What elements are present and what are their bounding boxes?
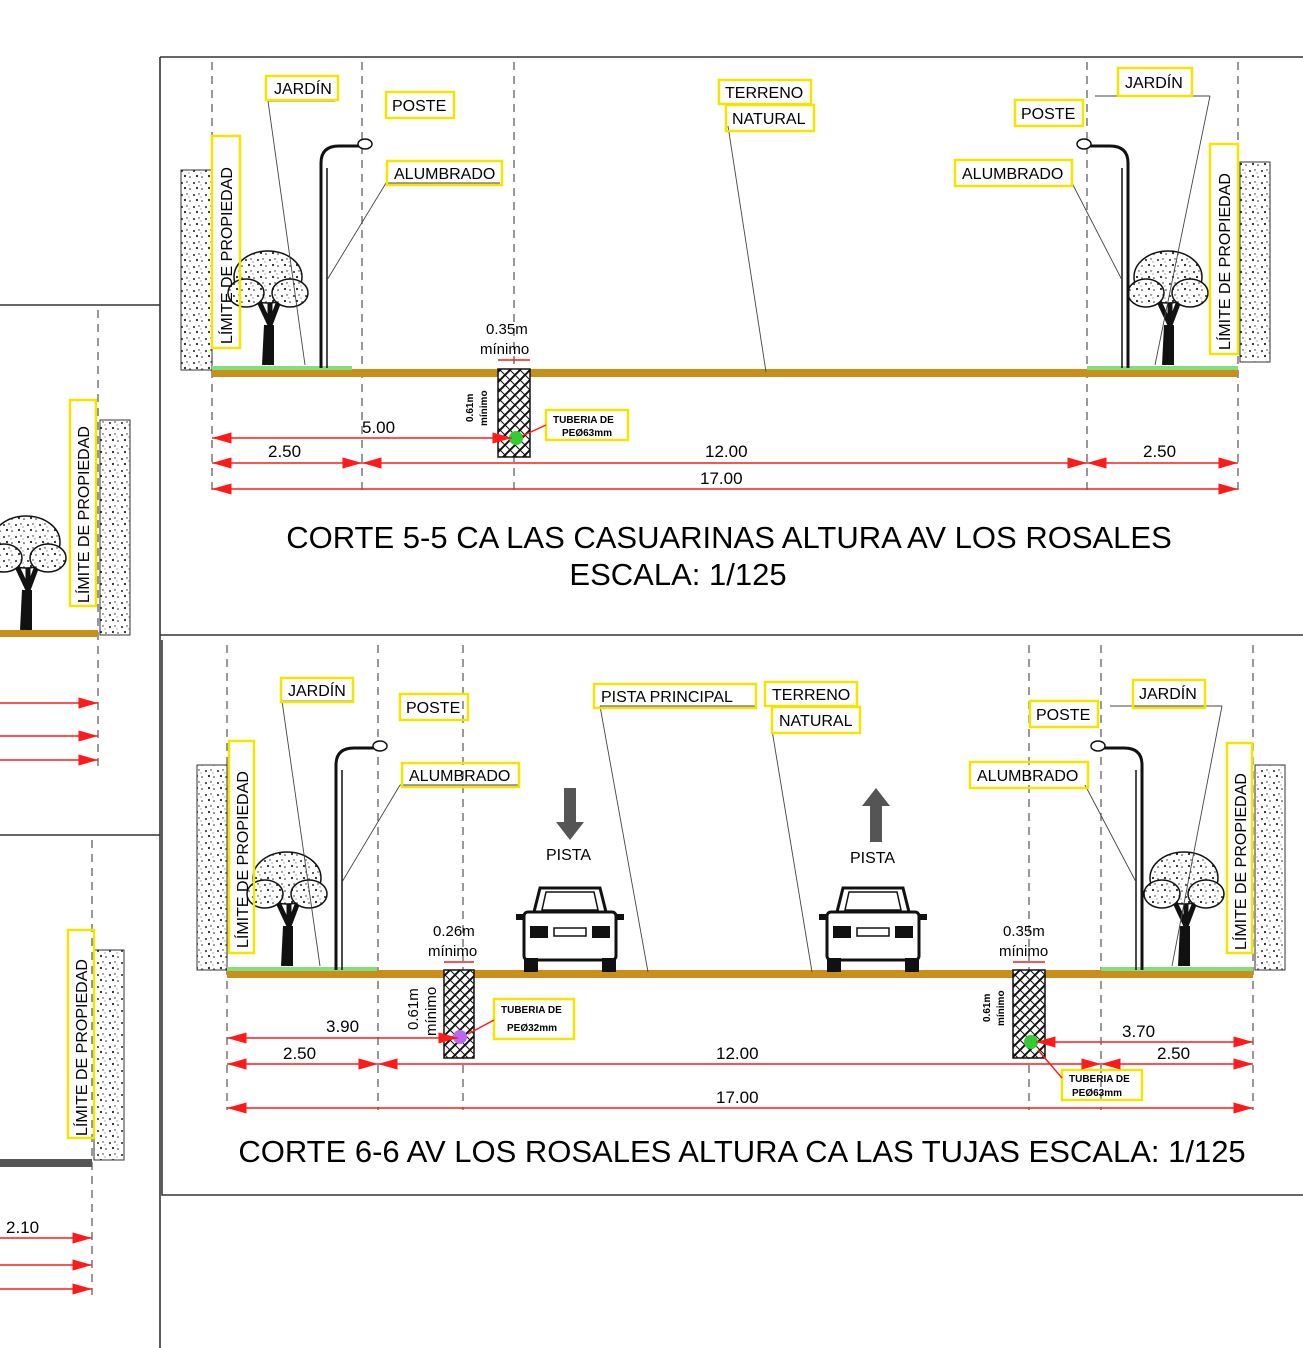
arrow-up-icon: [862, 788, 890, 842]
dim-label: 3.70: [1122, 1022, 1155, 1041]
retaining-wall: [1254, 764, 1286, 971]
tree-icon: [1128, 251, 1208, 365]
limite-label: LÍMITE DE PROPIEDAD: [1231, 773, 1250, 950]
pipe-label: PEØ32mm: [507, 1023, 557, 1034]
dim-label: 5.00: [362, 418, 395, 437]
dim-label: 2.50: [283, 1044, 316, 1063]
pipe-label: TUBERIA DE: [501, 1005, 562, 1016]
natural-label: NATURAL: [732, 111, 806, 128]
trench-min-label: mínimo: [428, 943, 477, 960]
car-icon: [817, 886, 929, 974]
retaining-wall: [1239, 161, 1271, 363]
alumbrado-label: ALUMBRADO: [409, 768, 510, 785]
pipe-label: TUBERIA DE: [1069, 1074, 1130, 1085]
alumbrado-label: ALUMBRADO: [394, 166, 495, 183]
jardin-label: JARDÍN: [288, 681, 346, 700]
tree-icon: [1144, 852, 1224, 966]
pavement-strip: [0, 1159, 92, 1167]
grass-strip: [1101, 967, 1253, 971]
jardin-label: JARDÍN: [1125, 73, 1183, 92]
poste-label: POSTE: [406, 700, 460, 717]
trench-width-label: 0.26m: [433, 923, 475, 940]
dim-label: 2.10: [6, 1218, 39, 1237]
trench-depth-label: 0.61m: [982, 994, 993, 1022]
pista-label: PISTA: [850, 850, 895, 867]
poste-label: POSTE: [392, 98, 446, 115]
dim-label: 17.00: [700, 469, 743, 488]
trench-depth-min-label: mínimo: [423, 987, 440, 1036]
limite-label: LÍMITE DE PROPIEDAD: [233, 771, 252, 948]
section-5-5: JARDÍN POSTE ALUMBRADO TERRENO NATURAL J…: [159, 56, 1303, 636]
limite-label: LÍMITE DE PROPIEDAD: [72, 959, 91, 1136]
arrow-down-icon: [556, 788, 584, 840]
section-title: CORTE 6-6 AV LOS ROSALES ALTURA CA LAS T…: [238, 1134, 1245, 1169]
street-lamp-icon: [319, 137, 374, 370]
tree-icon: [247, 852, 327, 966]
grass-strip: [227, 967, 377, 971]
dim-label: 2.50: [268, 442, 301, 461]
pista-label: PISTA: [546, 847, 591, 864]
retaining-wall: [93, 949, 125, 1161]
poste-label: POSTE: [1021, 106, 1075, 123]
terreno-label: TERRENO: [772, 687, 850, 704]
dim-label: 2.50: [1157, 1044, 1190, 1063]
pipe-icon: [453, 1030, 467, 1044]
tree-icon: [0, 516, 66, 630]
natural-label: NATURAL: [779, 713, 853, 730]
jardin-label: JARDÍN: [1139, 684, 1197, 703]
dim-label: 2.50: [1143, 442, 1176, 461]
grass-strip: [212, 366, 352, 370]
grass-strip: [1087, 366, 1238, 370]
dim-label: 17.00: [716, 1088, 759, 1107]
street-lamp-icon: [334, 739, 389, 972]
poste-label: POSTE: [1036, 707, 1090, 724]
ground-line: [212, 369, 1238, 377]
dim-label: 12.00: [716, 1044, 759, 1063]
partial-left-sections: LÍMITE DE PROPIEDAD LÍMITE DE PROPIEDAD …: [0, 304, 161, 1348]
limite-label: LÍMITE DE PROPIEDAD: [74, 426, 93, 603]
section-scale: ESCALA: 1/125: [569, 557, 786, 592]
section-6-6: PISTA PISTA JARDÍN POSTE ALUMBRADO PISTA…: [161, 640, 1303, 1196]
retaining-wall: [99, 419, 131, 636]
trench-width-label: 0.35m: [1003, 923, 1045, 940]
street-lamp-icon: [1089, 739, 1144, 972]
retaining-wall: [196, 764, 228, 971]
section-title: CORTE 5-5 CA LAS CASUARINAS ALTURA AV LO…: [286, 520, 1172, 555]
trench-depth-min-label: mínimo: [479, 390, 490, 426]
dim-label: 12.00: [705, 442, 748, 461]
trench-depth-label: 0.61m: [465, 394, 476, 422]
pipe-icon: [1024, 1035, 1038, 1049]
trench-depth-min-label: mínimo: [996, 990, 1007, 1026]
dim-label: 3.90: [326, 1017, 359, 1036]
pipe-label: PEØ63mm: [562, 428, 612, 439]
trench-min-label: mínimo: [999, 943, 1048, 960]
street-lamp-icon: [1075, 137, 1130, 370]
retaining-wall: [180, 169, 213, 371]
trench-depth-label: 0.61m: [405, 988, 422, 1030]
ground-strip: [0, 630, 98, 637]
pipe-label: TUBERIA DE: [553, 415, 614, 426]
trench-width-label: 0.35m: [486, 321, 528, 338]
limite-label: LÍMITE DE PROPIEDAD: [1215, 173, 1234, 350]
alumbrado-label: ALUMBRADO: [977, 768, 1078, 785]
pipe-icon: [509, 431, 523, 445]
limite-label: LÍMITE DE PROPIEDAD: [217, 167, 236, 344]
alumbrado-label: ALUMBRADO: [962, 166, 1063, 183]
trench: [443, 969, 475, 1059]
jardin-label: JARDÍN: [274, 79, 332, 98]
pista-principal-label: PISTA PRINCIPAL: [601, 689, 733, 706]
terreno-label: TERRENO: [725, 85, 803, 102]
pipe-label: PEØ63mm: [1072, 1088, 1122, 1099]
ground-line: [227, 970, 1253, 978]
car-icon: [514, 886, 626, 974]
trench-min-label: mínimo: [480, 341, 529, 358]
